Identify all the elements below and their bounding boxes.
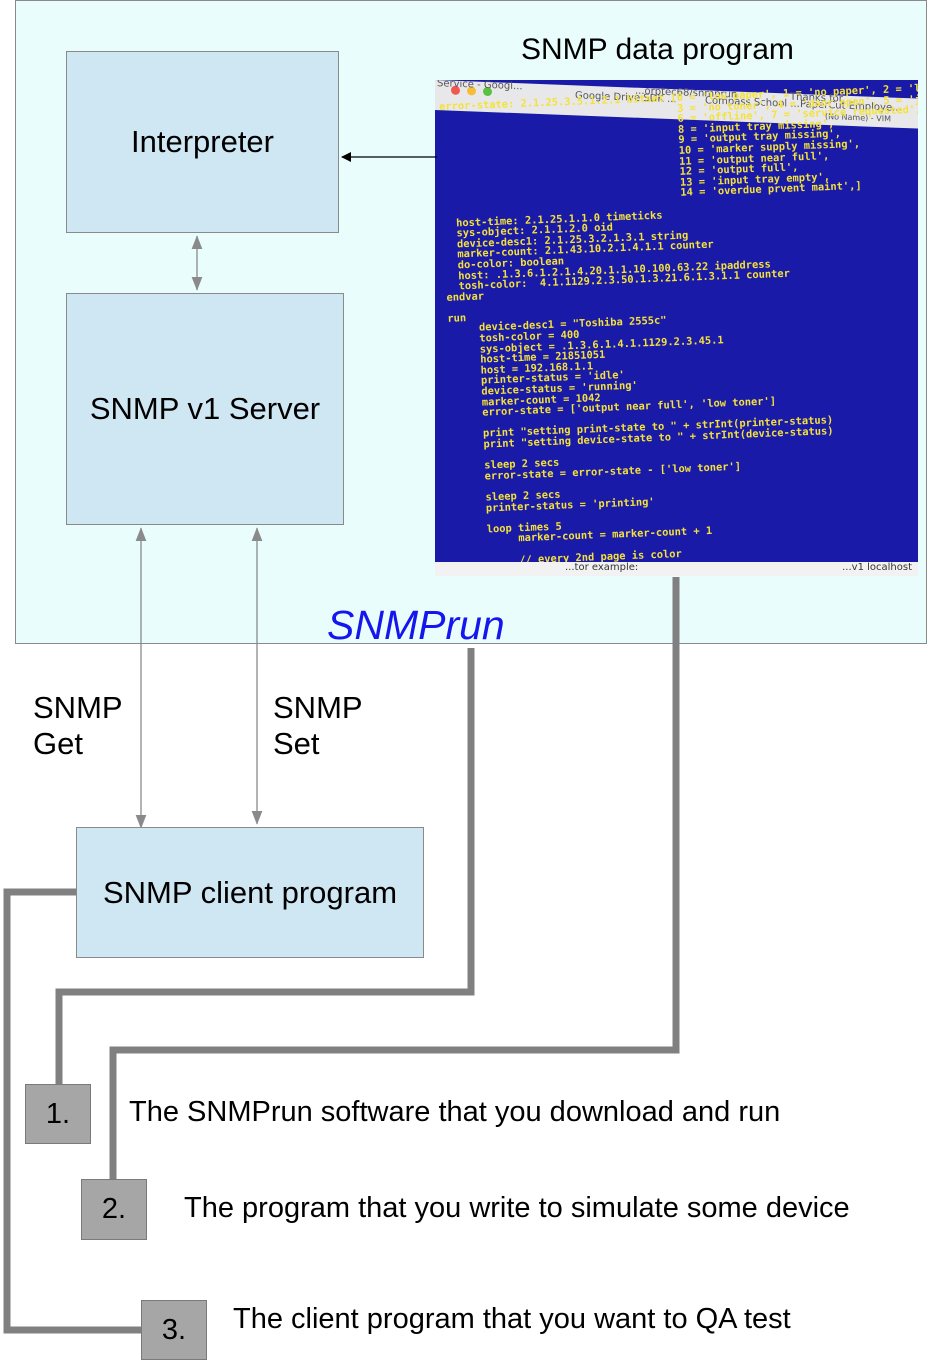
- legend-text-3: The client program that you want to QA t…: [233, 1303, 791, 1335]
- callout-line-3: [3, 888, 143, 1334]
- get-label-line-2: Get: [33, 726, 83, 761]
- server-label: SNMP v1 Server: [89, 391, 321, 426]
- interpreter-box: Interpreter: [66, 51, 339, 233]
- snmp-client-box: SNMP client program: [76, 827, 424, 958]
- get-label-line-1: SNMP: [33, 690, 123, 725]
- legend-text-2: The program that you write to simulate s…: [184, 1192, 850, 1224]
- set-label-line-1: SNMP: [273, 690, 363, 725]
- legend-badge-3: 3.: [141, 1300, 207, 1360]
- snmp-server-box: SNMP v1 Server: [66, 293, 344, 525]
- interpreter-label: Interpreter: [130, 124, 274, 159]
- snmp-set-label: SNMP Set: [273, 690, 363, 762]
- data-program-screenshot: Service - Googl... ...orptec68/snmprun G…: [435, 80, 918, 576]
- callout-line-2: [109, 577, 680, 1181]
- set-label-line-2: Set: [273, 726, 320, 761]
- footer-right-text: ...v1 localhost: [842, 562, 912, 573]
- legend-text-1: The SNMPrun software that you download a…: [129, 1096, 781, 1128]
- callout-line-1: [55, 648, 475, 1086]
- terminal-footer: ...tor example: ...v1 localhost: [435, 562, 918, 576]
- legend-badge-2: 2.: [81, 1179, 147, 1240]
- snmp-get-label: SNMP Get: [33, 690, 123, 762]
- snmprun-label: SNMPrun: [327, 602, 505, 648]
- footer-left-text: ...tor example:: [565, 562, 639, 573]
- data-program-label: SNMP data program: [521, 33, 794, 66]
- client-label: SNMP client program: [102, 874, 398, 910]
- legend-badge-1: 1.: [25, 1084, 91, 1144]
